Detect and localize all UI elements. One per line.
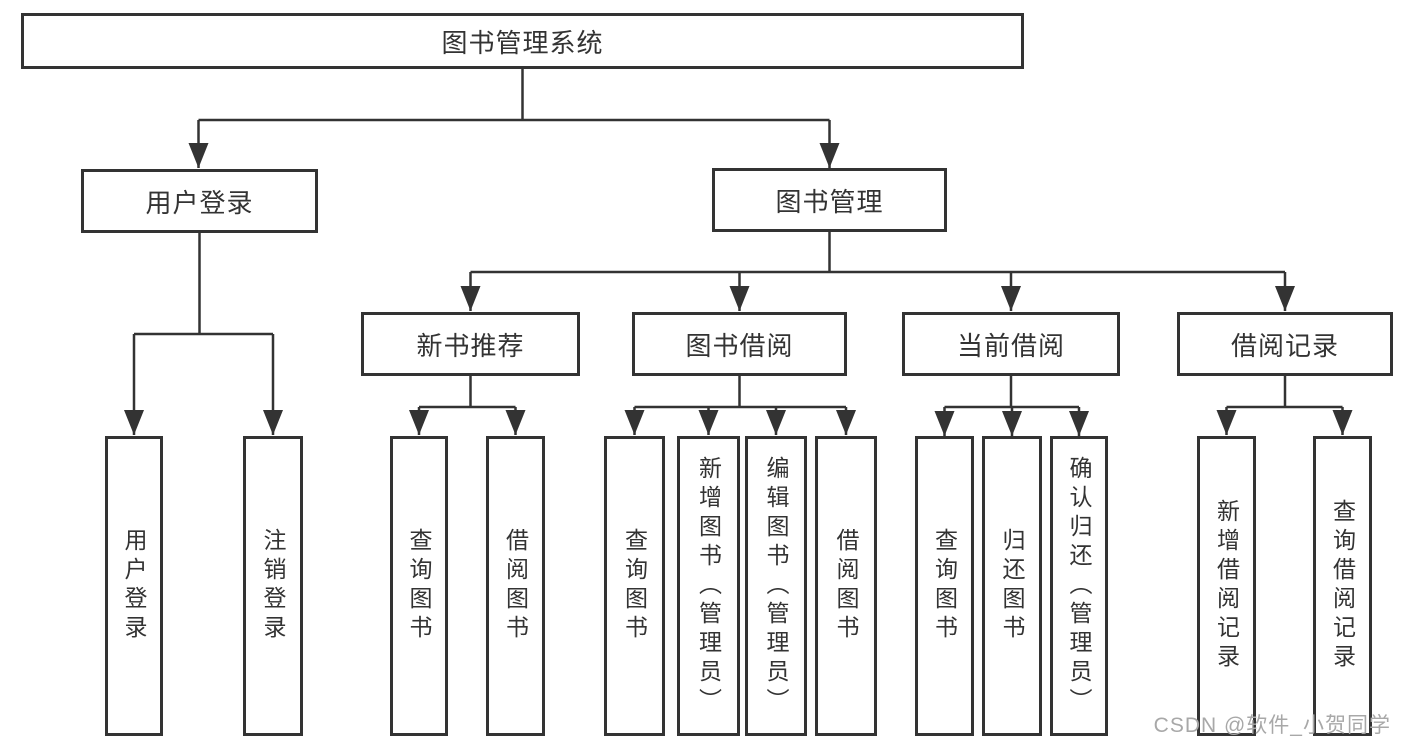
leaf-query-books-borrow: 查询图书 (604, 436, 665, 736)
leaf-borrow-books-recommend: 借阅图书 (486, 436, 545, 736)
leaf-edit-books-admin: 编辑图书（管理员） (745, 436, 807, 736)
leaf-return-books: 归还图书 (982, 436, 1042, 736)
leaf-confirm-return-admin: 确认归还（管理员） (1050, 436, 1108, 736)
node-library-management-system: 图书管理系统 (21, 13, 1024, 69)
leaf-borrow-books: 借阅图书 (815, 436, 877, 736)
leaf-logout: 注销登录 (243, 436, 303, 736)
csdn-watermark: CSDN @软件_小贺同学 (1153, 714, 1391, 737)
node-book-management: 图书管理 (712, 168, 947, 232)
node-user-login: 用户登录 (81, 169, 318, 233)
leaf-add-books-admin: 新增图书（管理员） (677, 436, 740, 736)
node-new-book-recommend: 新书推荐 (361, 312, 580, 376)
node-current-borrow: 当前借阅 (902, 312, 1120, 376)
leaf-query-books-recommend: 查询图书 (390, 436, 448, 736)
leaf-query-borrow-record: 查询借阅记录 (1313, 436, 1372, 736)
leaf-add-borrow-record: 新增借阅记录 (1197, 436, 1256, 736)
leaf-query-books-current: 查询图书 (915, 436, 974, 736)
node-book-borrow: 图书借阅 (632, 312, 847, 376)
leaf-user-login: 用户登录 (105, 436, 163, 736)
node-borrow-records: 借阅记录 (1177, 312, 1393, 376)
